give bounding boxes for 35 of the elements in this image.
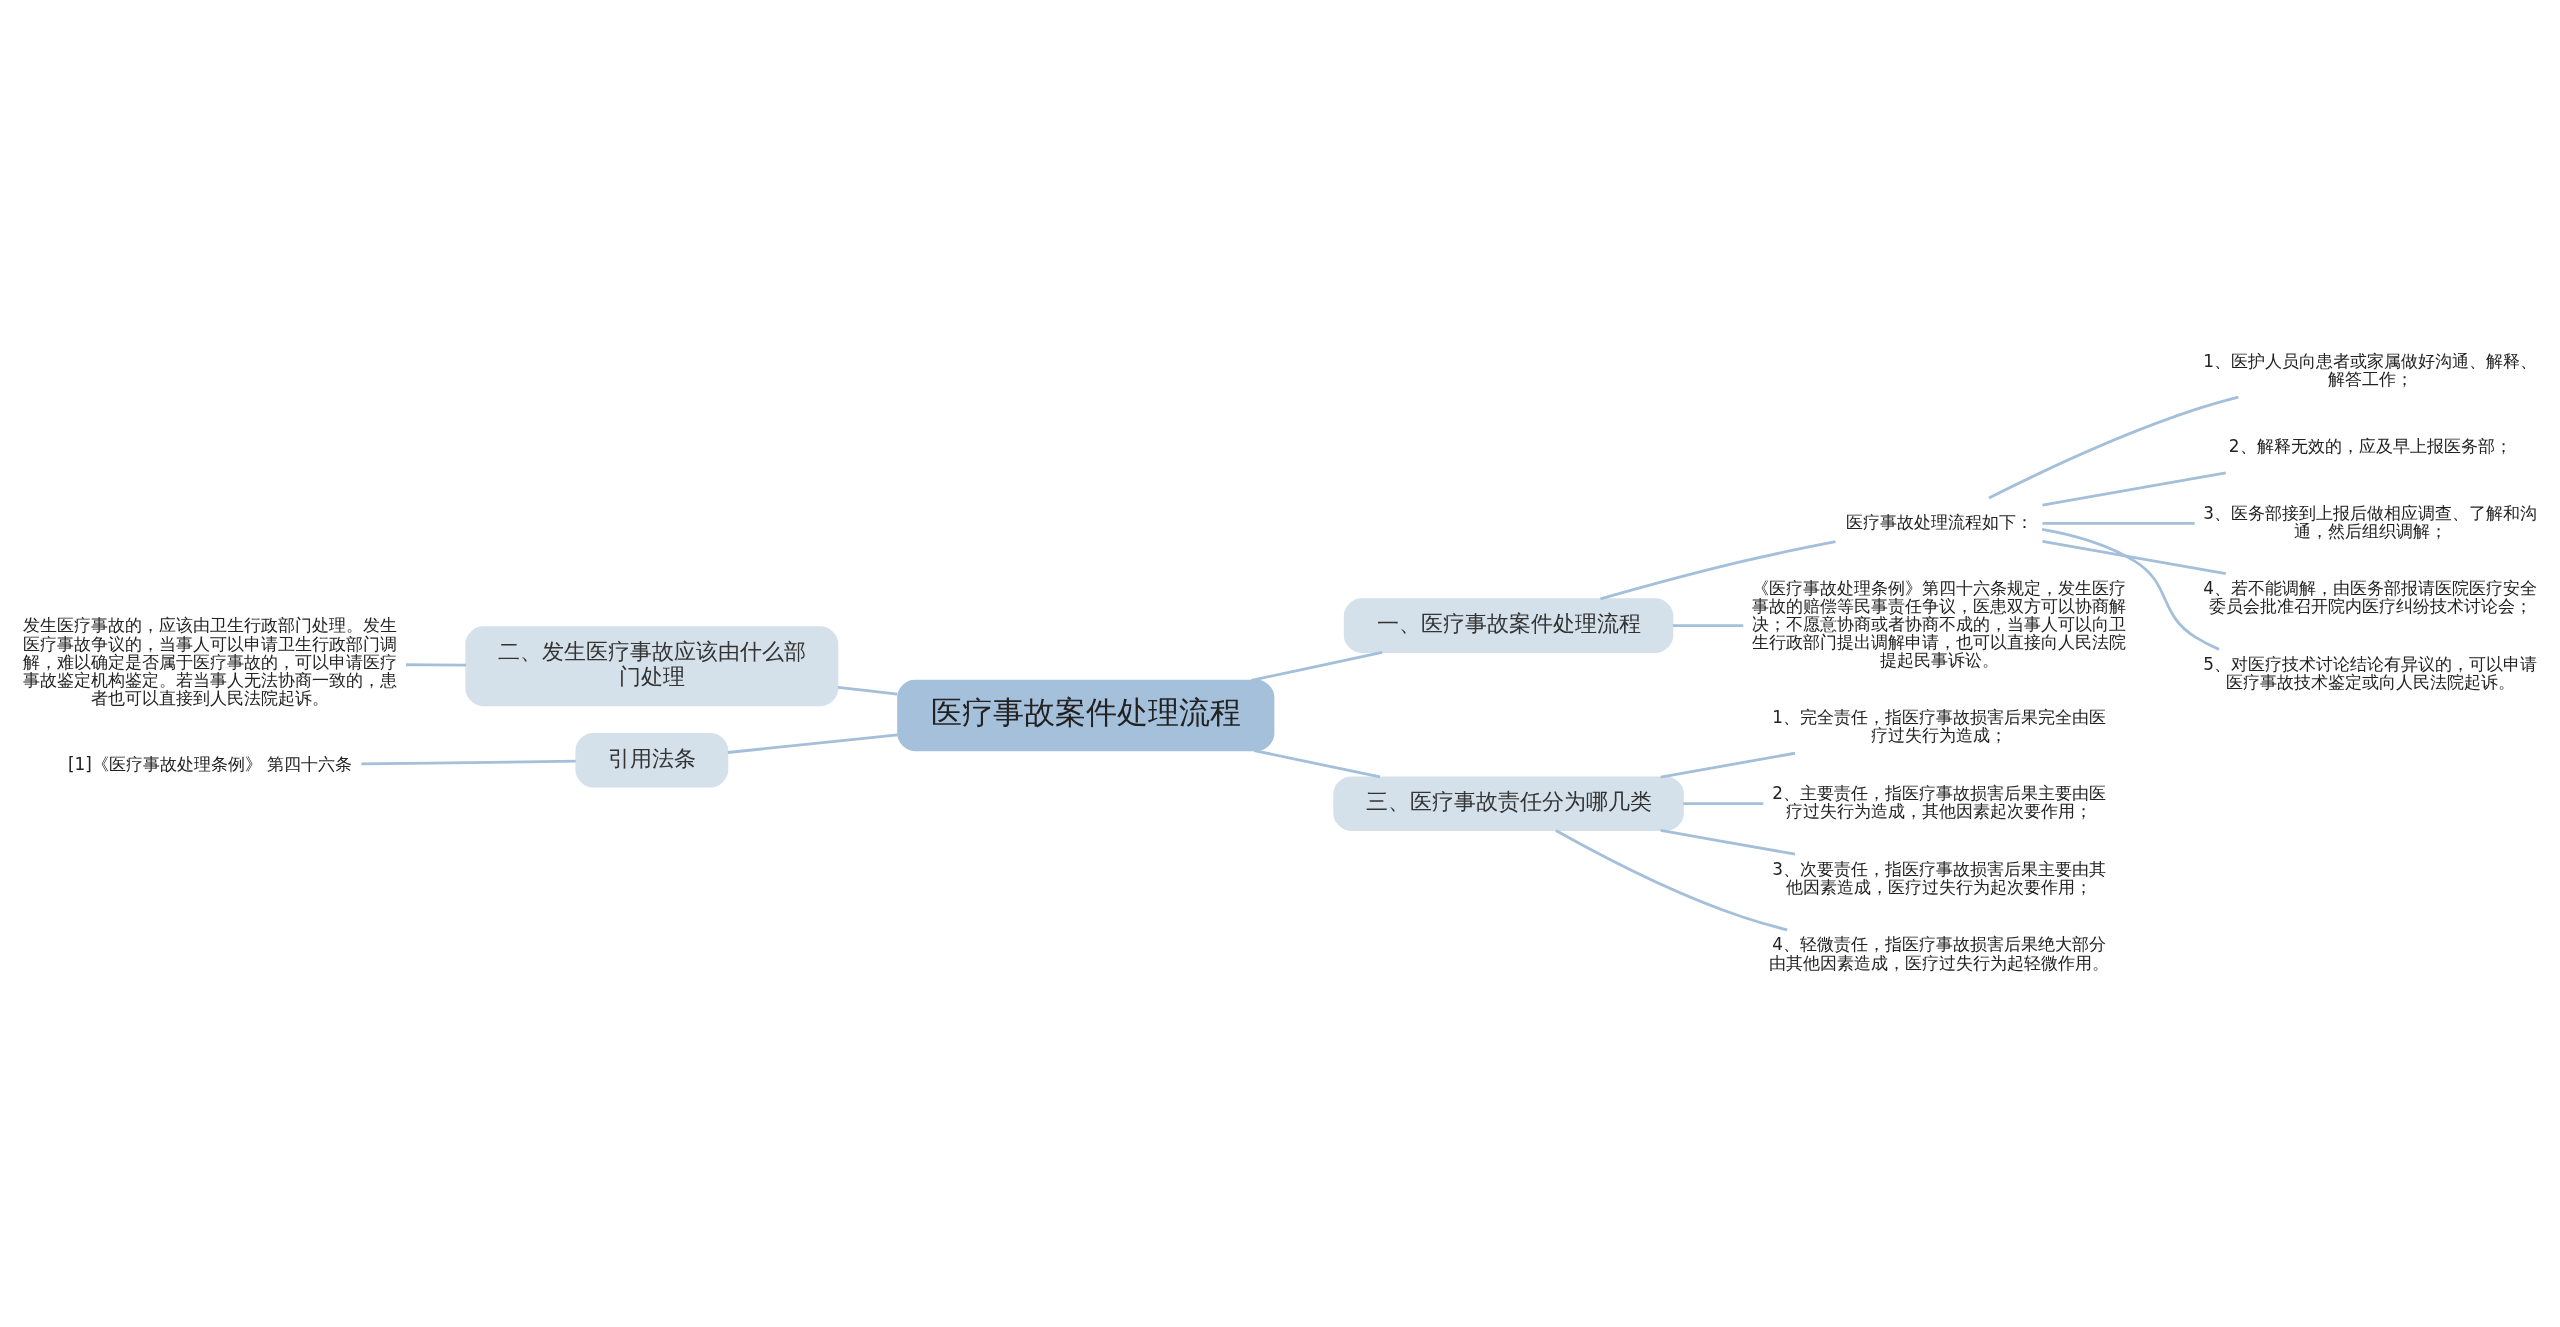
- connector: [1683, 802, 1764, 806]
- node-text: 4、轻微责任，指医疗事故损害后果绝大部分由其他因素造成，医疗过失行为起轻微作用。: [1769, 934, 2110, 973]
- node-text: 4、若不能调解，由医务部报请医院医疗安全委员会批准召开院内医疗纠纷技术讨论会；: [2203, 578, 2538, 617]
- node-text: 3、次要责任，指医疗事故损害后果主要由其他因素造成，医疗过失行为起次要作用；: [1772, 858, 2106, 897]
- connector: [1988, 395, 2239, 500]
- node-text: 1、完全责任，指医疗事故损害后果完全由医疗过失行为造成；: [1772, 707, 2106, 746]
- node-text: 2、解释无效的，应及早上报医务部；: [2228, 435, 2512, 456]
- connector: [405, 663, 466, 667]
- node-text: 5、对医疗技术讨论结论有异议的，可以申请医疗事故技术鉴定或向人民法院起诉。: [2203, 653, 2538, 693]
- connector: [727, 733, 898, 754]
- node-text: 《医疗事故处理条例》第四十六条规定，发生医疗事故的赔偿等民事责任争议，医患双方可以协商解决；不愿意协商或者协商不成的，当事人可以向卫生行政部门提出调解申请，也可以直接向人民法院提起民事诉讼。: [1752, 577, 2127, 671]
- node-text: [1]《医疗事故处理条例》 第四十六条: [68, 754, 353, 775]
- connector: [1660, 829, 1796, 856]
- node-text: 医疗事故处理流程如下：: [1845, 511, 2033, 532]
- connector: [2041, 528, 2220, 651]
- connector: [361, 759, 576, 766]
- connector: [1251, 651, 1383, 682]
- node-box: 二、发生医疗事故应该由什么部门处理: [465, 626, 839, 707]
- connector: [2042, 539, 2227, 576]
- connector: [1555, 829, 1788, 932]
- node-text: 2、主要责任，指医疗事故损害后果主要由医疗过失行为造成，其他因素起次要作用；: [1772, 782, 2106, 822]
- connector: [837, 685, 898, 696]
- connector: [2042, 521, 2195, 525]
- node-text: 1、医护人员向患者或家属做好沟通、解释、解答工作；: [2203, 351, 2538, 390]
- node-box: 三、医疗事故责任分为哪几类: [1333, 776, 1684, 832]
- connector: [1672, 624, 1744, 628]
- node-box: 引用法条: [575, 732, 729, 788]
- connector: [1660, 751, 1796, 779]
- connector: [1600, 540, 1836, 601]
- node-box: 一、医疗事故案件处理流程: [1343, 598, 1674, 653]
- node-text: 发生医疗事故的，应该由卫生行政部门处理。发生医疗事故争议的，当事人可以申请卫生行政部门调解，难以确定是否属于医疗事故的，可以申请医疗事故鉴定机构鉴定。若当事人无法协商一致的，患者也可以直接到人民法院起诉。: [23, 615, 398, 709]
- connector: [2042, 471, 2227, 507]
- connector: [1254, 749, 1381, 779]
- node-text: 3、医务部接到上报后做相应调查、了解和沟通，然后组织调解；: [2203, 502, 2538, 541]
- node-box: 医疗事故案件处理流程: [897, 679, 1275, 752]
